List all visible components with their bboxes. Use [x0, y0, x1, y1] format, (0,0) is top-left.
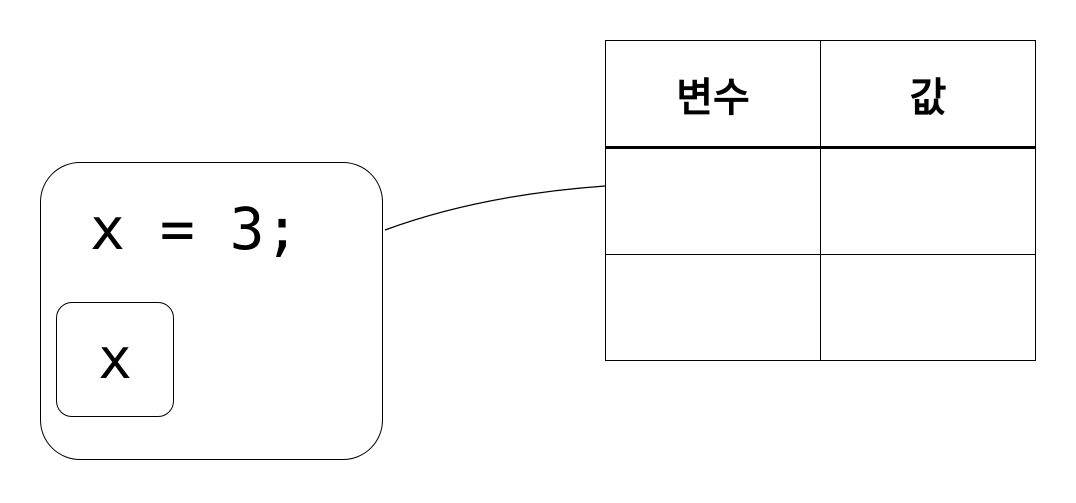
code-block — [40, 162, 383, 460]
header-value: 값 — [820, 40, 1036, 149]
table-cell — [605, 254, 821, 361]
table-cell — [820, 254, 1036, 361]
header-variable: 변수 — [605, 40, 821, 149]
table-cell — [820, 147, 1036, 255]
table-cell — [605, 147, 821, 255]
assignment-statement: x = 3; — [90, 195, 300, 263]
variable-box: x — [56, 302, 174, 417]
